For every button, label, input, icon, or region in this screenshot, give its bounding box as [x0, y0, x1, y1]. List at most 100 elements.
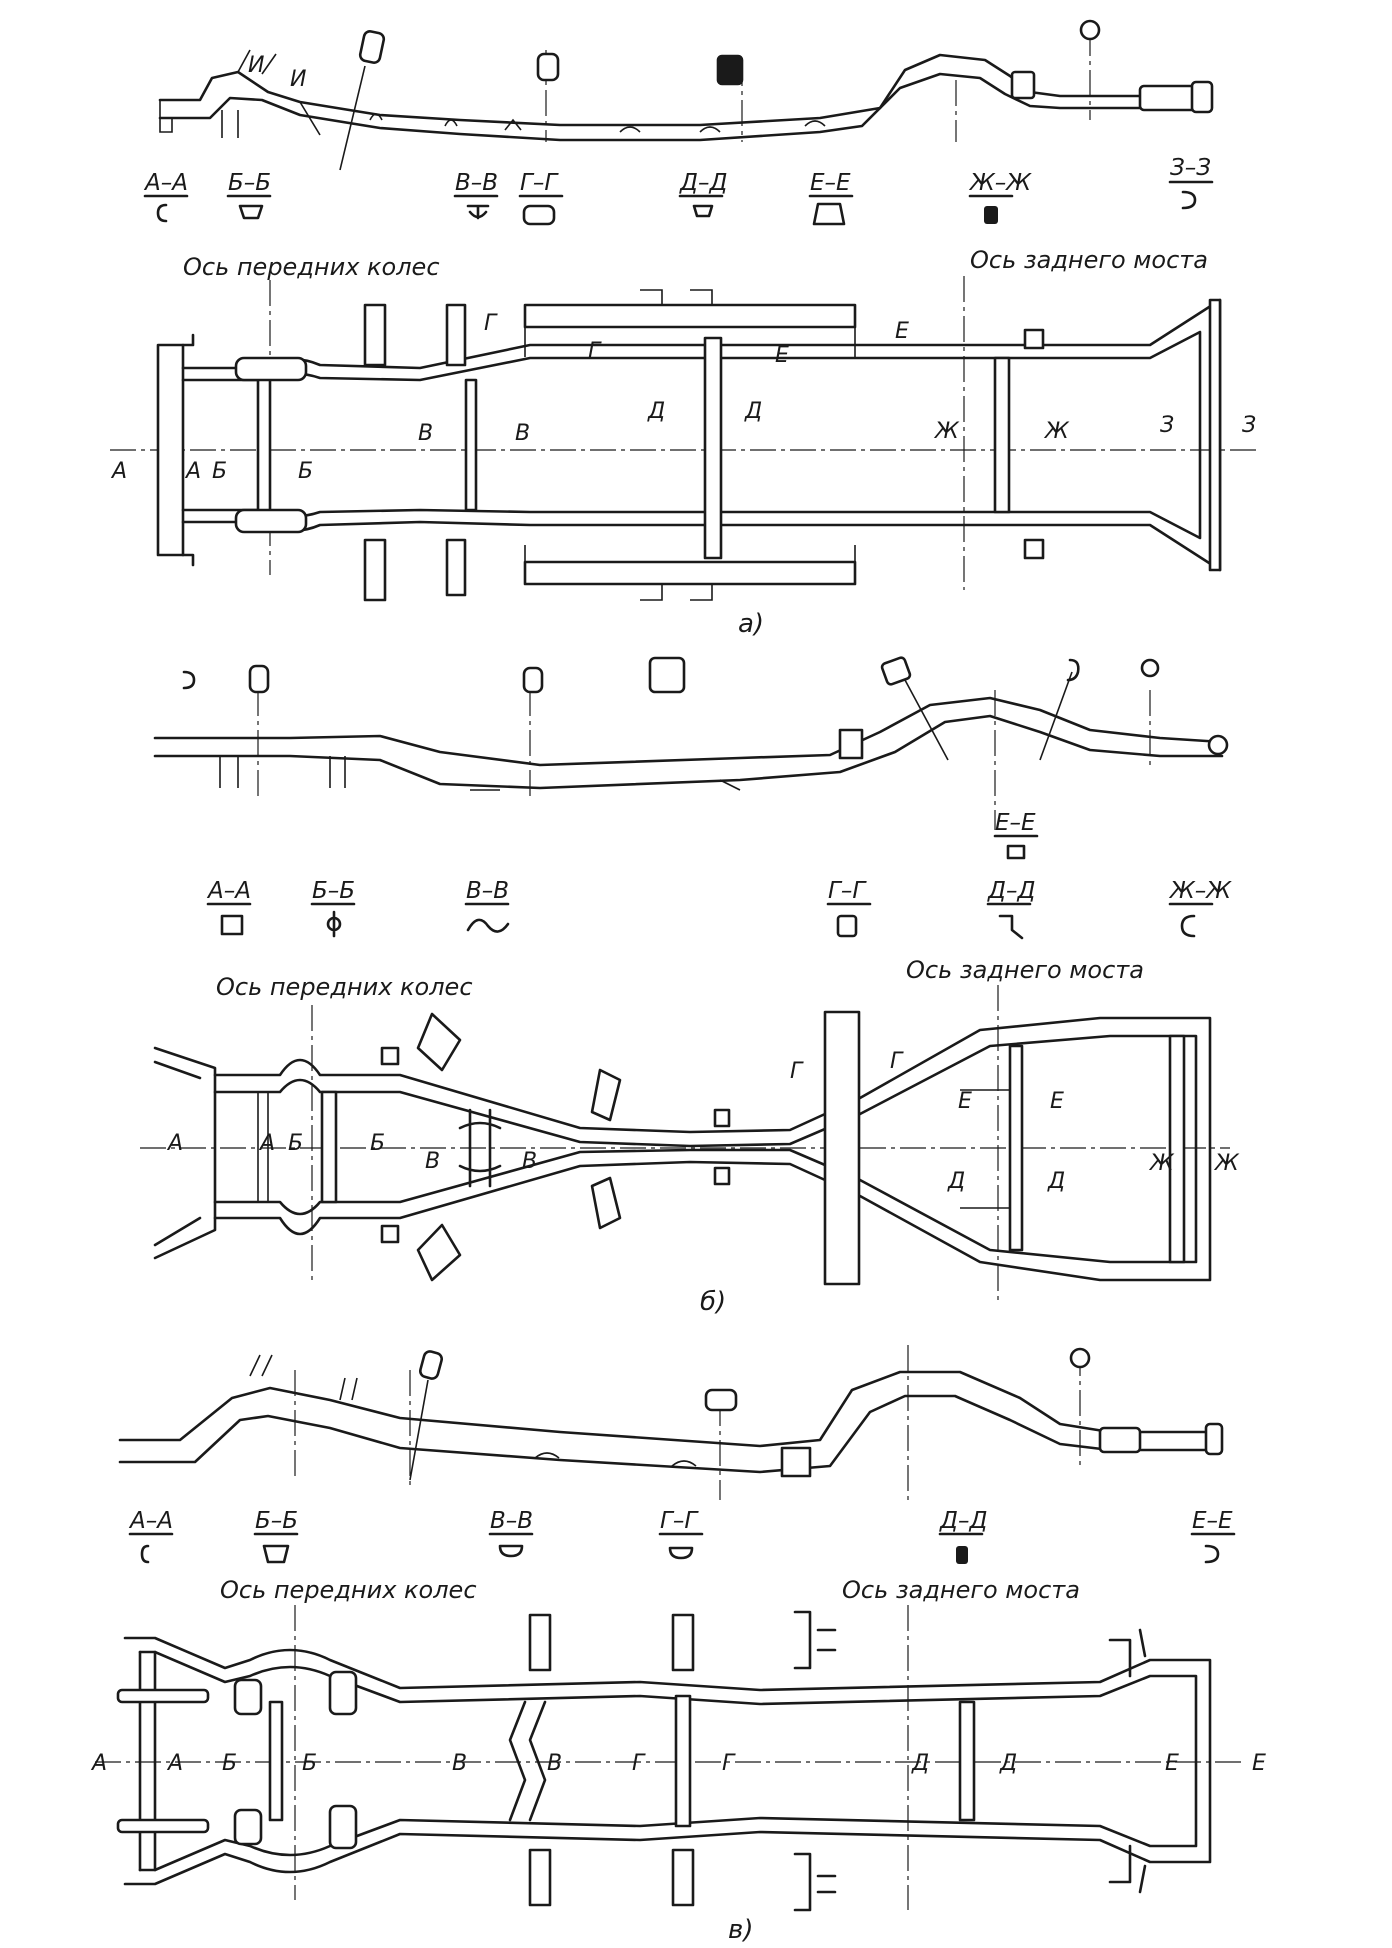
section-shape: [1180, 914, 1196, 938]
section-shape: [836, 914, 858, 938]
section-tag: Е: [1050, 1089, 1064, 1114]
figure-b: Е–Е А–А Б–Б В–В Г–Г Д–Д Ж–Ж Ось передних…: [140, 656, 1240, 1317]
section-tag: Б: [298, 459, 313, 484]
section-shape: [1006, 844, 1026, 860]
section-label: В–В: [466, 878, 509, 904]
section-tag: З: [1242, 413, 1256, 438]
section-tag: А: [166, 1131, 183, 1156]
side-tag-1: И: [248, 53, 264, 78]
section-tag: Д: [647, 399, 665, 424]
section-tag: Д: [1047, 1169, 1065, 1194]
section-tag: Б: [370, 1131, 385, 1156]
section-label: Ж–Ж: [968, 170, 1032, 196]
section-label: В–В: [455, 170, 498, 196]
section-shape: [262, 1544, 290, 1564]
section-shape: [156, 203, 168, 223]
section-tag: Ж: [933, 419, 960, 444]
section-tag: В: [425, 1149, 440, 1174]
section-shape: [466, 204, 490, 220]
section-label: В–В: [490, 1508, 533, 1534]
section-shape: [1204, 1544, 1220, 1564]
section-label: Д–Д: [987, 878, 1035, 904]
figure-label: б): [700, 1287, 726, 1317]
section-tag: Е: [775, 343, 789, 368]
section-tag: Г: [790, 1059, 804, 1084]
section-label: Д–Д: [939, 1508, 987, 1534]
section-tag: Е: [958, 1089, 972, 1114]
section-shape: [220, 914, 244, 936]
section-tag: В: [418, 421, 433, 446]
section-tag: Д: [911, 1751, 929, 1776]
section-tag: Е: [895, 319, 909, 344]
section-tag: Б: [222, 1751, 237, 1776]
section-label: Г–Г: [660, 1508, 699, 1534]
section-tag: Е: [1252, 1751, 1266, 1776]
section-shape: [668, 1546, 694, 1560]
section-label: З–З: [1170, 155, 1211, 181]
front-axle-label: Ось передних колес: [216, 973, 473, 1001]
section-tag: А: [184, 459, 201, 484]
section-shape: [522, 204, 556, 226]
section-label: Ж–Ж: [1168, 878, 1232, 904]
figure-a-sections: А–А Б–Б В–В Г–Г Д–Д Е–Е Ж–Ж З–З: [143, 155, 1214, 226]
section-tag: Г: [588, 339, 602, 364]
figure-c-plan-view: А А Б Б В В Г Г Д Д Е Е: [90, 1605, 1266, 1912]
section-tag: Ж: [1213, 1151, 1240, 1176]
side-tag-2: И: [290, 67, 306, 92]
section-tag: А: [110, 459, 127, 484]
figure-b-sections: Е–Е А–А Б–Б В–В Г–Г Д–Д Ж–Ж: [206, 810, 1232, 940]
section-shape: [1181, 190, 1197, 210]
section-label: А–А: [206, 878, 251, 904]
rear-axle-label: Ось заднего моста: [842, 1576, 1080, 1604]
section-shape: [692, 204, 714, 218]
section-tag: В: [522, 1149, 537, 1174]
section-shape: [812, 202, 846, 226]
figure-c-sections: А–А Б–Б В–В Г–Г Д–Д Е–Е: [128, 1508, 1236, 1564]
section-shape: [326, 910, 342, 938]
section-shape: [998, 914, 1024, 940]
section-tag: Б: [302, 1751, 317, 1776]
section-tag: Г: [484, 311, 498, 336]
figure-c: А–А Б–Б В–В Г–Г Д–Д Е–Е Ось передних кол…: [90, 1345, 1266, 1945]
section-shape: [956, 1546, 968, 1564]
section-label: Г–Г: [828, 878, 867, 904]
section-tag: Е: [1165, 1751, 1179, 1776]
figure-label: в): [728, 1915, 753, 1945]
section-tag: А: [166, 1751, 183, 1776]
section-tag: Б: [288, 1131, 303, 1156]
section-tag: В: [515, 421, 530, 446]
section-tag: Г: [722, 1751, 736, 1776]
section-tag: А: [90, 1751, 107, 1776]
section-tag: Д: [947, 1169, 965, 1194]
section-label: Е–Е: [995, 810, 1036, 836]
section-label: Б–Б: [312, 878, 355, 904]
section-label: А–А: [128, 1508, 173, 1534]
section-tag: Д: [999, 1751, 1017, 1776]
section-label: Б–Б: [228, 170, 271, 196]
section-shape: [238, 204, 264, 220]
figure-a-plan-view: А А Б Б В В Г Г Д Д Е Е Ж Ж З З: [110, 276, 1260, 602]
front-axle-label: Ось передних колес: [183, 253, 440, 281]
section-tag: З: [1160, 413, 1174, 438]
section-tag: Д: [744, 399, 762, 424]
rear-axle-label: Ось заднего моста: [970, 246, 1208, 274]
figure-c-side-view: [118, 1345, 1224, 1500]
section-label: Б–Б: [255, 1508, 298, 1534]
section-label: Е–Е: [1192, 1508, 1233, 1534]
section-tag: В: [452, 1751, 467, 1776]
section-shape: [984, 206, 998, 224]
section-tag: Г: [632, 1751, 646, 1776]
section-shape: [466, 918, 510, 933]
front-axle-label: Ось передних колес: [220, 1576, 477, 1604]
figure-label: а): [738, 609, 764, 639]
section-tag: Г: [890, 1049, 904, 1074]
section-shape: [140, 1544, 150, 1564]
section-tag: Б: [212, 459, 227, 484]
section-tag: Ж: [1148, 1151, 1175, 1176]
rear-axle-label: Ось заднего моста: [906, 956, 1144, 984]
figure-b-plan-view: А А Б Б В В Г Г Д Д Е Е Ж Ж: [140, 985, 1240, 1300]
section-label: А–А: [143, 170, 188, 196]
section-tag: Ж: [1043, 419, 1070, 444]
section-label: Г–Г: [520, 170, 559, 196]
